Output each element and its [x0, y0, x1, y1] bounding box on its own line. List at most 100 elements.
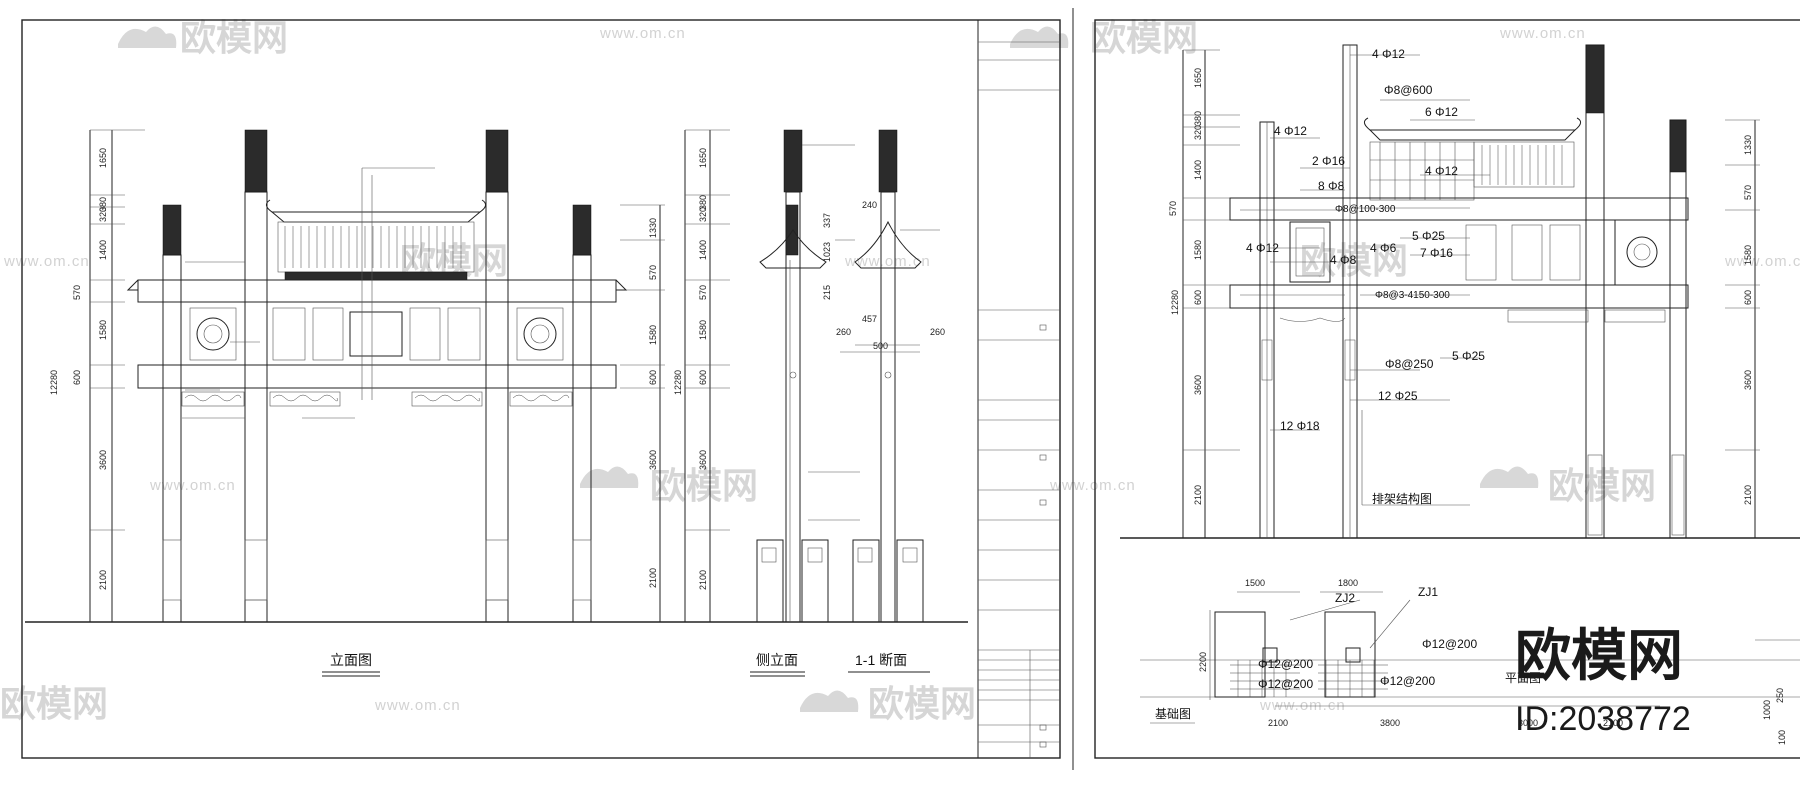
section-dimension-labels: 240 337 1023 215 457 260 500 260 [822, 200, 945, 351]
watermark-brand: 欧模网 [180, 17, 288, 58]
brand-name: 欧模网 [1515, 624, 1683, 687]
dim-label: 1650 [1193, 68, 1203, 88]
section-title: 1-1 断面 [855, 652, 907, 668]
right-sheet-frame [1094, 19, 1800, 759]
rebar-label: Φ12@200 [1422, 637, 1477, 651]
side-elevation: 1650 320 380 1400 570 1580 600 12280 360… [673, 129, 945, 677]
brand-id: ID:2038772 [1515, 700, 1691, 738]
dim-label: 2200 [1198, 652, 1208, 672]
rebar-label: Φ12@200 [1258, 657, 1313, 671]
dim-label: 380 [98, 197, 108, 212]
dim-label: 570 [698, 285, 708, 300]
watermark-brand: 欧模网 [868, 683, 976, 724]
dim-label: 3600 [98, 450, 108, 470]
dim-label: 1650 [698, 148, 708, 168]
rebar-label: 4 Φ12 [1425, 164, 1458, 178]
dim-label: 3600 [648, 450, 658, 470]
dim-label: 3800 [1380, 718, 1400, 728]
rebar-label: 2 Φ16 [1312, 154, 1345, 168]
frame-structure: 1650 320 380 1400 570 1580 600 12280 360… [1120, 44, 1800, 539]
rebar-label: Φ8@100-300 [1335, 204, 1396, 215]
watermark-url: www.om.cn [3, 253, 90, 270]
rebar-label: 4 Φ12 [1274, 124, 1307, 138]
dim-label: 2100 [1743, 485, 1753, 505]
elevation-columns [162, 129, 592, 623]
dim-label: 2100 [1193, 485, 1203, 505]
side-titles: 侧立面 1-1 断面 [750, 652, 930, 677]
rebar-label: 4 Φ8 [1330, 253, 1357, 267]
dim-label: 337 [822, 213, 832, 228]
dim-label: 2100 [98, 570, 108, 590]
watermark-brand: 欧模网 [1090, 17, 1198, 58]
brand-stamp: 欧模网 ID:2038772 [1515, 624, 1691, 738]
dim-label: 12280 [49, 370, 59, 395]
dim-label: 2100 [1268, 718, 1288, 728]
rebar-label: Φ12@200 [1258, 677, 1313, 691]
elevation-right-dimension-labels: 1330 570 1580 600 3600 2100 [648, 218, 658, 588]
rebar-label: Φ8@3-4150-300 [1375, 290, 1450, 301]
rebar-label: 4 Φ12 [1372, 47, 1405, 61]
dim-label: 1580 [1743, 245, 1753, 265]
rebar-label: 6 Φ12 [1425, 105, 1458, 119]
dim-label: 1650 [98, 148, 108, 168]
elevation-title: 立面图 [322, 652, 380, 677]
dim-label: 380 [1193, 111, 1203, 126]
plan-title: 平面图 [1505, 671, 1541, 685]
dim-label: 600 [648, 370, 658, 385]
dim-label: 1330 [1743, 135, 1753, 155]
dim-label: 500 [873, 341, 888, 351]
dim-label: 380 [698, 195, 708, 210]
dim-label: 2100 [648, 568, 658, 588]
rebar-label: 12 Φ18 [1280, 419, 1320, 433]
watermark-logo-icon [800, 690, 859, 712]
watermark-url: www.om.cn [1049, 477, 1136, 494]
elevation-beams [126, 279, 628, 407]
watermark-logo-icon [1480, 466, 1539, 488]
dim-label: 3600 [1743, 370, 1753, 390]
dim-label: 2100 [1603, 718, 1623, 728]
watermark-logo-icon [1010, 26, 1069, 48]
rebar-label: 5 Φ25 [1412, 229, 1445, 243]
foundation-title: 基础图 [1155, 707, 1191, 721]
watermark-brand: 欧模网 [1300, 240, 1408, 281]
foundation-plan: 1500 1800 ZJ2 ZJ1 2200 Φ12@200 Φ12@200 Φ… [1140, 578, 1800, 745]
rebar-label: 5 Φ25 [1452, 349, 1485, 363]
dim-label: 215 [822, 285, 832, 300]
dim-label: 457 [862, 314, 877, 324]
dim-label: 1400 [98, 240, 108, 260]
frame-title: 排架结构图 [1372, 491, 1432, 506]
watermark-url: www.om.cn [1499, 25, 1586, 42]
dim-label: 3600 [1193, 375, 1203, 395]
rebar-label: 12 Φ25 [1378, 389, 1418, 403]
dim-label: 1500 [1245, 578, 1265, 588]
dim-label: 570 [72, 285, 82, 300]
rebar-label: Φ8@250 [1385, 357, 1434, 371]
side-dimension-labels: 1650 320 380 1400 570 1580 600 12280 360… [673, 148, 708, 590]
rebar-label: Φ12@200 [1380, 674, 1435, 688]
dim-label: 1580 [1193, 240, 1203, 260]
elevation-title-text: 立面图 [330, 652, 372, 668]
dim-label: 250 [1775, 688, 1785, 703]
dim-label: 1400 [1193, 160, 1203, 180]
dim-label: 1580 [698, 320, 708, 340]
dim-label: 1023 [822, 242, 832, 262]
watermark-url: www.om.cn [844, 253, 931, 270]
frame-right-dim-labels: 1330 570 1580 600 3600 2100 [1743, 135, 1753, 505]
frame-roof [1229, 117, 1689, 323]
dim-label: 570 [1168, 201, 1178, 216]
rebar-label: 4 Φ12 [1246, 241, 1279, 255]
dim-label: 1330 [648, 218, 658, 238]
watermark-url: www.om.cn [599, 25, 686, 42]
watermark-layer: 欧模网 www.om.cn 欧模网 www.om.cn 欧模网 www.om.c… [0, 17, 1800, 724]
rebar-label: 4 Φ6 [1370, 241, 1397, 255]
dim-label: 3600 [698, 450, 708, 470]
dim-label: 240 [862, 200, 877, 210]
dim-label: 320 [98, 207, 108, 222]
watermark-url: www.om.cn [1724, 253, 1800, 270]
title-block [977, 19, 1061, 759]
dim-label: 2100 [698, 570, 708, 590]
footing-label: ZJ1 [1418, 585, 1438, 599]
dim-label: 1000 [1762, 700, 1772, 720]
side-elevation-title: 侧立面 [756, 652, 798, 668]
